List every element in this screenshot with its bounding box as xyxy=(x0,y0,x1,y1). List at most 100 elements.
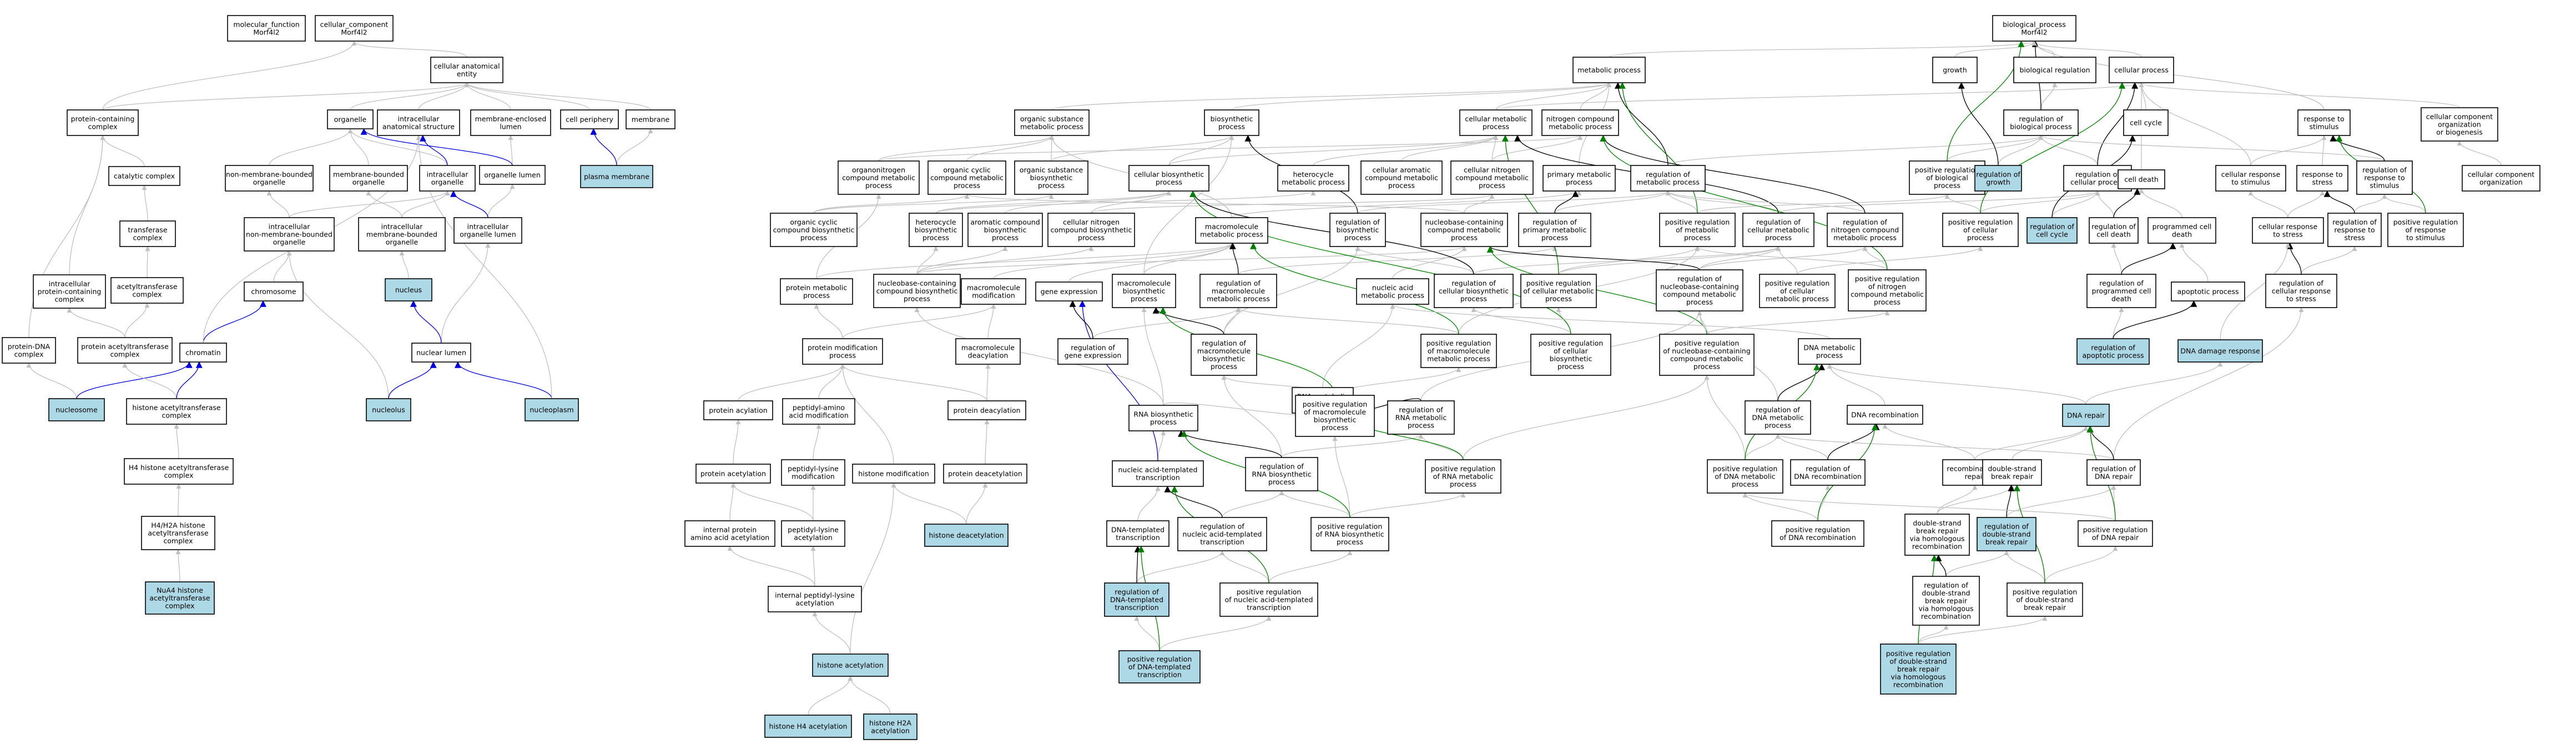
go-term-protdeac[interactable]: protein deacylation xyxy=(947,400,1026,420)
go-term-histacet[interactable]: histone acetylation xyxy=(812,654,889,677)
go-term-membrane[interactable]: membrane xyxy=(626,109,675,129)
go-term-cperiph[interactable]: cell periphery xyxy=(560,109,619,129)
go-term-dnarecomb[interactable]: DNA recombination xyxy=(1847,405,1923,425)
go-term-dnarepair[interactable]: DNA repair xyxy=(2062,404,2110,427)
go-term-histmod[interactable]: histone modification xyxy=(852,464,935,484)
go-term-geneexpr[interactable]: gene expression xyxy=(1035,281,1103,301)
go-term-cellcycle[interactable]: cell cycle xyxy=(2123,109,2169,136)
go-term-metproc[interactable]: metabolic process xyxy=(1572,57,1646,83)
go-term-olumen[interactable]: organelle lumen xyxy=(479,165,546,185)
go-term-bioreg[interactable]: biological regulation xyxy=(2013,57,2096,83)
go-term-celldeath[interactable]: cell death xyxy=(2118,169,2165,189)
go-term-nucleolus[interactable]: nucleolus xyxy=(366,398,411,421)
go-term-nucleoplasm[interactable]: nucleoplasm xyxy=(525,398,579,421)
go-term-chromatin[interactable]: chromatin xyxy=(179,343,227,363)
go-term-chromosome[interactable]: chromosome xyxy=(244,281,304,301)
go-term-protacet[interactable]: protein acetylation xyxy=(695,464,771,484)
go-term-protacyl[interactable]: protein acylation xyxy=(703,400,773,420)
go-term-cellproc[interactable]: cellular process xyxy=(2109,57,2174,83)
go-term-h4acet[interactable]: histone H4 acetylation xyxy=(764,715,852,738)
go-term-histdeacet[interactable]: histone deacetylation xyxy=(924,524,1009,547)
